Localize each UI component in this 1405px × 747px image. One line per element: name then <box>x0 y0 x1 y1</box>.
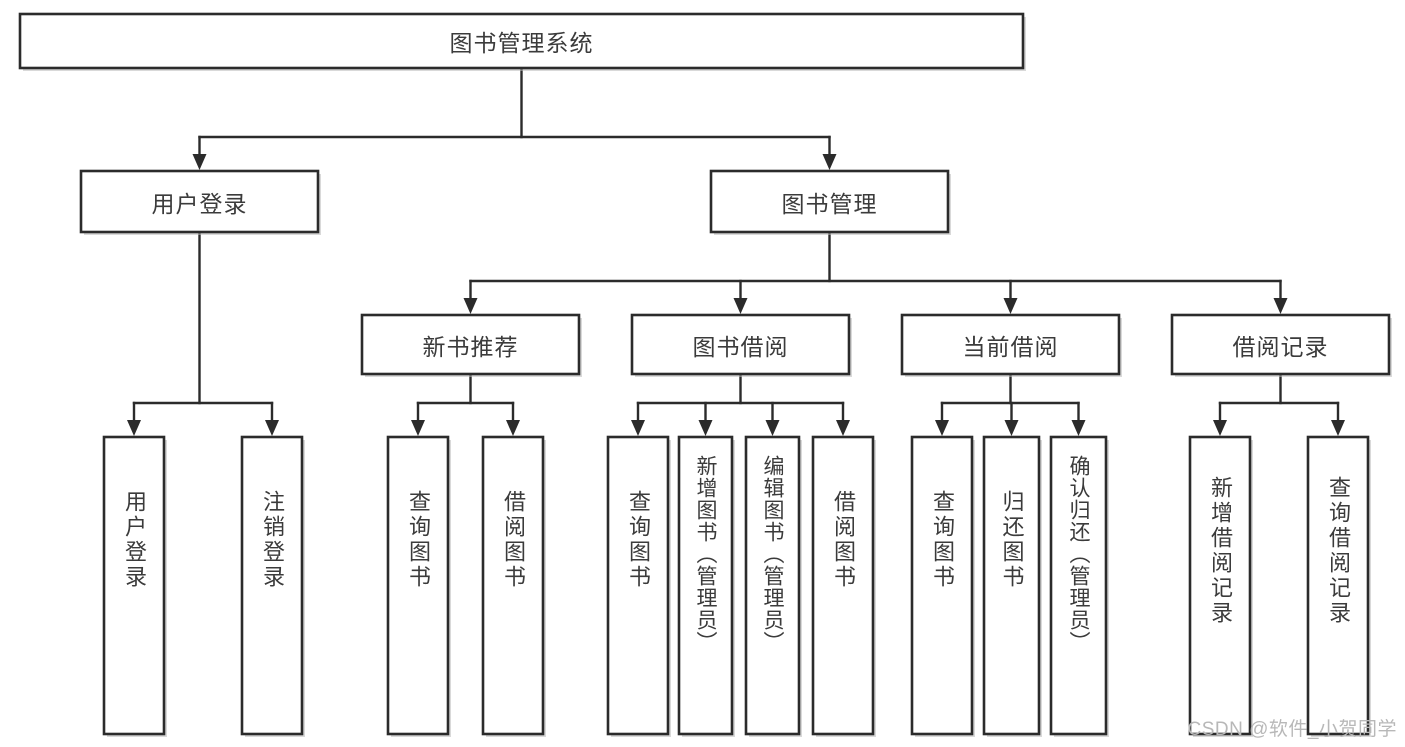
edge-group-root <box>192 66 837 170</box>
node-leaf-query-book-2[interactable] <box>606 435 671 737</box>
node-leaf-borrow-book-1[interactable] <box>481 435 546 737</box>
node-leaf-query-book-3[interactable] <box>910 435 975 737</box>
node-leaf-borrow-book-2[interactable] <box>811 435 876 737</box>
edge-group-borrow-record <box>1213 372 1345 436</box>
node-leaf-query-book-1[interactable] <box>386 435 451 737</box>
node-book-borrow[interactable] <box>630 313 852 377</box>
edge-group-book-manage <box>463 230 1288 314</box>
node-leaf-query-record[interactable] <box>1306 435 1371 737</box>
node-root[interactable] <box>18 12 1026 71</box>
edge-group-book-borrow <box>631 372 850 436</box>
node-leaf-return-book[interactable] <box>982 435 1042 737</box>
node-current-borrow[interactable] <box>900 313 1122 377</box>
edge-group-user-login <box>127 230 279 436</box>
node-leaf-user-login[interactable] <box>102 435 167 737</box>
node-leaf-add-record[interactable] <box>1188 435 1253 737</box>
node-book-manage[interactable] <box>709 169 951 235</box>
watermark-text: CSDN @软件_小贺同学 <box>1187 719 1397 740</box>
node-leaf-logout[interactable] <box>240 435 305 737</box>
edge-layer <box>127 66 1345 436</box>
node-new-book-rec[interactable] <box>360 313 582 377</box>
node-layer <box>18 12 1392 737</box>
edge-group-current-borrow <box>935 372 1086 436</box>
node-leaf-confirm-return[interactable] <box>1049 435 1109 737</box>
edge-group-new-book-rec <box>411 372 520 436</box>
node-user-login[interactable] <box>79 169 321 235</box>
node-borrow-record[interactable] <box>1170 313 1392 377</box>
node-leaf-edit-book[interactable] <box>744 435 802 737</box>
node-leaf-add-book[interactable] <box>677 435 735 737</box>
